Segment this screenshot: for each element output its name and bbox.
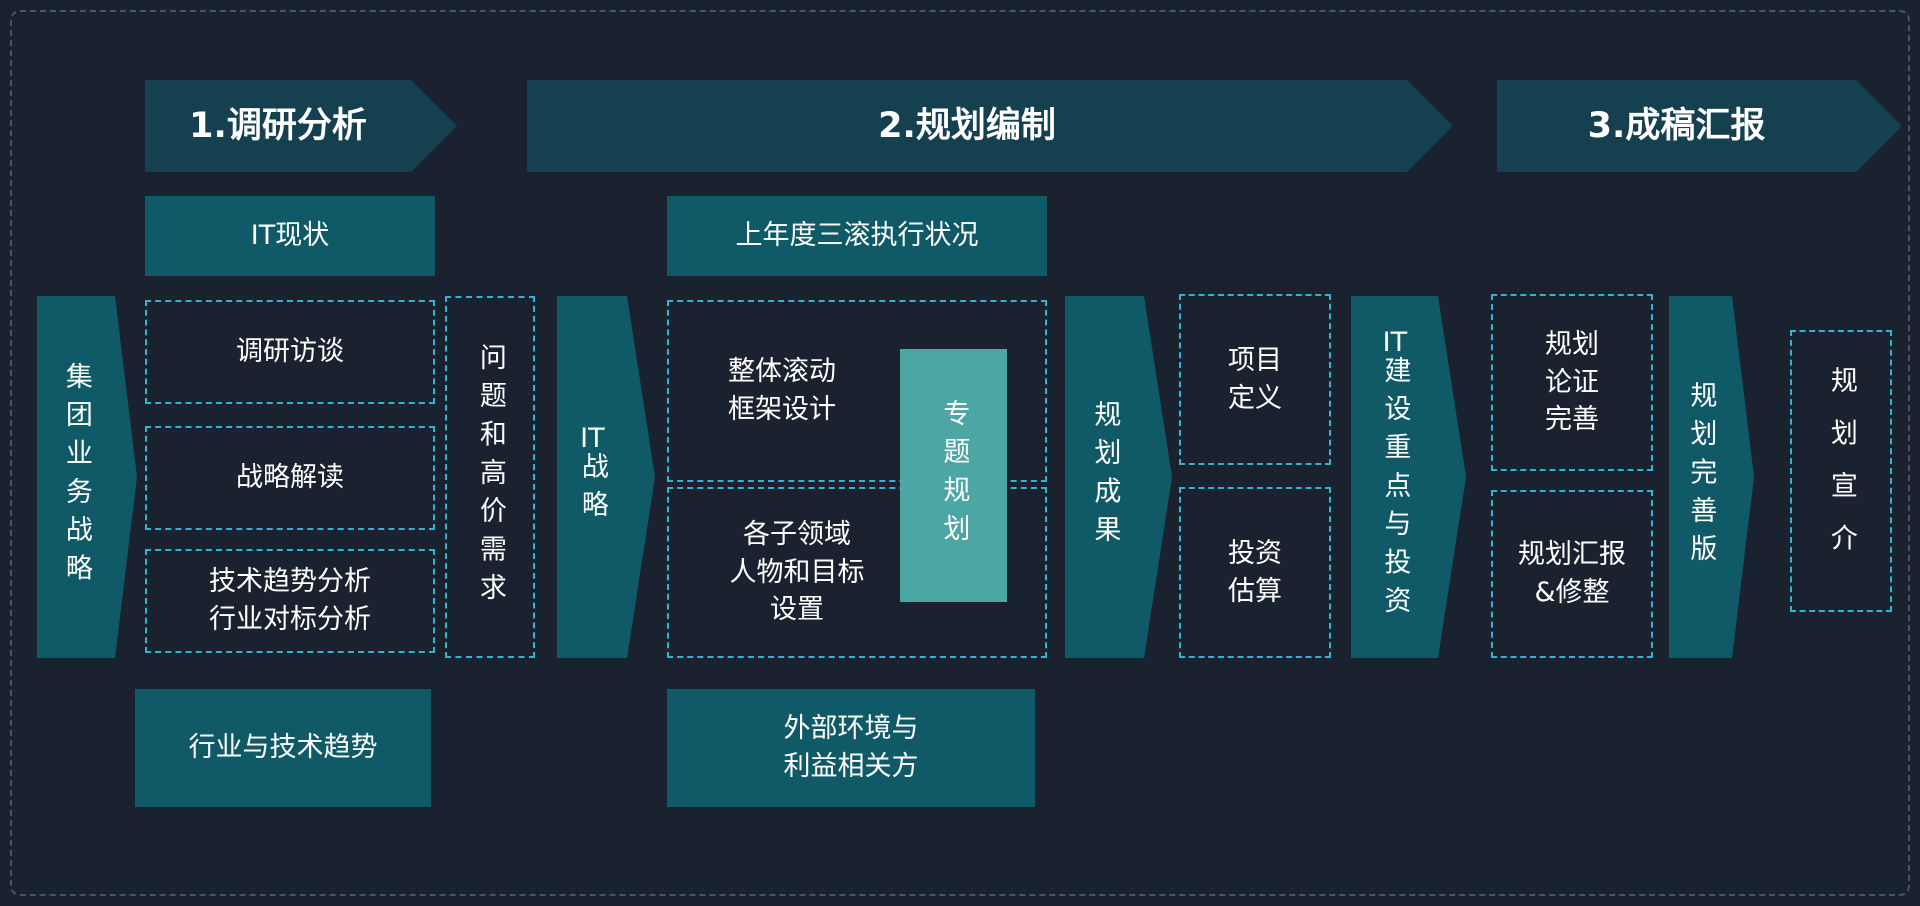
tech-trend-analysis-box: 技术趋势分析 行业对标分析 [145,549,435,653]
rolling-framework-label: 整体滚动 框架设计 [728,356,836,425]
strategy-reading-box: 战略解读 [145,426,435,530]
phase3-header-label: 3.成稿汇报 [1587,105,1766,146]
external-environment-label: 外部环境与 利益相关方 [783,713,919,782]
research-interview-label: 调研访谈 [236,336,344,368]
rolling-framework-box: 整体滚动 框架设计 [667,300,1047,482]
investment-estimate-label: 投资 估算 [1228,537,1282,607]
problems-high-value-needs-box: 问题和高价需求 [445,296,535,658]
subdomain-goals-label: 各子领域 人物和目标 设置 [729,518,865,626]
industry-tech-trend-label: 行业与技术趋势 [188,732,378,764]
last-year-execution-label: 上年度三滚执行状况 [735,220,979,252]
it-construction-focus-label: IT建设重点与投资 [1379,329,1411,625]
it-construction-focus-arrow: IT建设重点与投资 [1351,296,1466,658]
plan-report-label: 规划汇报 &修整 [1518,539,1626,608]
planning-results-arrow: 规划成果 [1065,296,1172,658]
group-business-strategy-label: 集团业务战略 [60,361,92,593]
it-strategy-arrow: IT战略 [557,296,655,658]
phase2-header-arrow: 2.规划编制 [527,80,1453,172]
phase1-header-label: 1.调研分析 [189,105,367,146]
phase2-header-label: 2.规划编制 [878,105,1056,146]
project-definition-label: 项目 定义 [1228,344,1282,414]
special-planning-box: 专题规划 [900,349,1007,602]
phase3-header-arrow: 3.成稿汇报 [1497,80,1902,172]
it-status-box: IT现状 [145,196,435,276]
investment-estimate-box: 投资 估算 [1179,487,1331,658]
planning-results-label: 规划成果 [1089,400,1121,554]
problems-high-value-needs-label: 问题和高价需求 [474,342,506,612]
subdomain-goals-box: 各子领域 人物和目标 设置 [667,487,1047,658]
special-planning-label: 专题规划 [938,398,970,553]
plan-report-box: 规划汇报 &修整 [1491,490,1653,658]
plan-validation-box: 规划 论证 完善 [1491,294,1653,471]
external-environment-box: 外部环境与 利益相关方 [667,689,1035,807]
tech-trend-analysis-label: 技术趋势分析 行业对标分析 [209,566,371,635]
plan-promotion-label: 规划宣介 [1825,365,1857,577]
it-status-label: IT现状 [250,220,330,252]
project-definition-box: 项目 定义 [1179,294,1331,465]
plan-validation-label: 规划 论证 完善 [1545,328,1599,436]
last-year-execution-box: 上年度三滚执行状况 [667,196,1047,276]
plan-final-version-label: 规划完善版 [1685,381,1717,573]
phase1-header-arrow: 1.调研分析 [145,80,457,172]
group-business-strategy-arrow: 集团业务战略 [37,296,137,658]
it-strategy-label: IT战略 [576,425,608,529]
plan-promotion-box: 规划宣介 [1790,330,1892,612]
strategy-reading-label: 战略解读 [236,462,344,494]
research-interview-box: 调研访谈 [145,300,435,404]
plan-final-version-arrow: 规划完善版 [1669,296,1754,658]
industry-tech-trend-box: 行业与技术趋势 [135,689,431,807]
